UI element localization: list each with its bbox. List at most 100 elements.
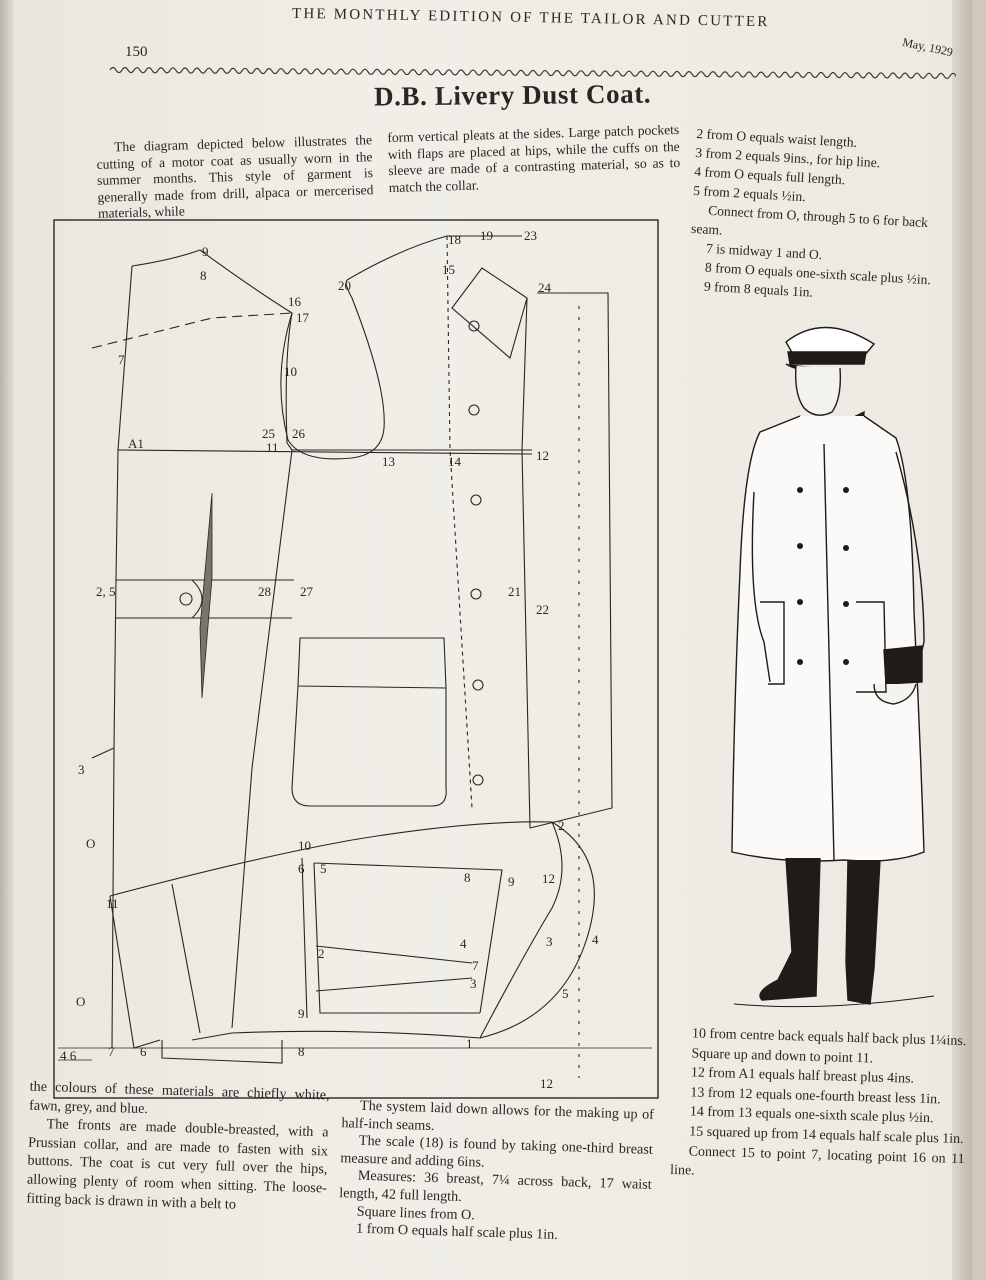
point-label: 9 (508, 874, 515, 889)
point-label: 4 (460, 936, 467, 951)
point-label: 26 (292, 426, 306, 441)
undersleeve-guides (315, 945, 473, 992)
ornament-loop (241, 67, 255, 75)
ornament-loop (889, 72, 903, 79)
point-label: 23 (524, 228, 537, 243)
hip-mark (91, 747, 115, 759)
ornament-loop (829, 72, 843, 79)
right-boot (845, 859, 881, 1005)
point-label: 21 (508, 584, 521, 599)
sleeve-cuff-edge (109, 895, 161, 1049)
point-label: 7 (118, 352, 125, 367)
point-label: 3 (78, 762, 85, 777)
instructions-right-column: 2 from O equals waist length. 3 from 2 e… (687, 124, 958, 309)
front-facing (529, 292, 613, 829)
ornament-loop (805, 71, 819, 79)
point-label: O (76, 994, 85, 1009)
undersleeve-top (313, 862, 503, 1014)
point-label: O (86, 836, 95, 851)
point-label: 4 6 (60, 1048, 77, 1063)
patch-pocket (291, 685, 447, 807)
ornament-loop (709, 71, 723, 78)
ornament-loop (865, 72, 879, 79)
ornament-loop (925, 72, 939, 79)
body-text-bottom-middle: The system laid down allows for the maki… (338, 1097, 654, 1247)
construction-line (91, 312, 293, 349)
collar-piece (451, 267, 528, 359)
point-label: 13 (382, 454, 395, 469)
cap-band (787, 351, 867, 365)
ornament-loop (421, 69, 435, 76)
ornament-loop (757, 71, 771, 78)
point-label: 22 (536, 602, 549, 617)
ornament-loop (385, 68, 399, 76)
sleeve-cuff (883, 645, 923, 685)
point-label: 3 (546, 934, 553, 949)
pocket-flap (297, 637, 447, 689)
point-label: 20 (338, 278, 351, 293)
button-mark (468, 404, 480, 416)
ornament-loop (145, 67, 159, 74)
ornament-loop (769, 71, 783, 78)
ornament-loop (205, 67, 219, 74)
article-title: D.B. Livery Dust Coat. (373, 78, 652, 112)
point-label: 7 (108, 1044, 115, 1059)
back-neck-shoulder (131, 249, 293, 451)
ornament-loop (733, 71, 747, 78)
ornament-loop (469, 69, 483, 76)
ornament-loop (457, 69, 471, 76)
ornament-loop (577, 70, 591, 77)
glove (873, 683, 917, 705)
face (794, 365, 842, 416)
page-number: 150 (125, 44, 148, 60)
ornament-loop (589, 70, 603, 77)
intro-column-1: The diagram depicted below illustrates t… (96, 132, 374, 223)
ornament-loop (697, 71, 711, 78)
ornament-loop (529, 69, 543, 77)
point-label: 7 (472, 958, 479, 973)
body-text-bottom-left: the colours of these materials are chief… (26, 1078, 330, 1217)
point-label: 5 (562, 986, 569, 1001)
point-label: 6 (298, 861, 305, 876)
point-label: 3 (470, 976, 477, 991)
point-label: 5 (320, 861, 327, 876)
point-label: 28 (258, 584, 271, 599)
point-label: 25 (262, 426, 275, 441)
cap-crown (785, 326, 876, 357)
ornament-loop (781, 71, 795, 78)
ornamental-rule (109, 66, 956, 79)
back-pleat (199, 492, 213, 699)
point-label: 2 (558, 818, 565, 833)
coat-buttons (797, 487, 849, 665)
ornament-loop (493, 69, 507, 76)
point-label: 4 (592, 932, 599, 947)
side-seam-back (231, 449, 293, 1029)
left-boot (759, 857, 821, 1001)
point-label: 8 (464, 870, 471, 885)
running-head: THE MONTHLY EDITION OF THE TAILOR AND CU… (291, 5, 770, 31)
point-label: A1 (128, 436, 144, 451)
ground-shadow (733, 995, 935, 1008)
point-label: 8 (200, 268, 207, 283)
sleeve-inner-line (171, 883, 201, 1034)
point-label: 8 (298, 1044, 305, 1059)
ornament-loop (169, 67, 183, 74)
ornament-loop (109, 66, 123, 74)
button-mark (472, 679, 484, 691)
diagram-frame (53, 219, 659, 1099)
ornament-loop (445, 69, 459, 76)
button-mark (470, 494, 482, 506)
ornament-loop (193, 67, 207, 74)
paragraph: Connect 15 to point 7, locating point 16… (669, 1143, 965, 1179)
ornament-loop (793, 71, 807, 78)
ornament-loop (817, 71, 831, 79)
ornament-loop (217, 67, 231, 74)
point-label: 24 (538, 280, 552, 295)
ornament-loop (481, 69, 495, 76)
point-label: 15 (442, 262, 455, 277)
ornament-loop (289, 68, 303, 75)
book-spine (0, 0, 14, 1280)
ornament-loop (541, 69, 555, 77)
button-mark (468, 320, 480, 332)
point-label: 27 (300, 584, 314, 599)
